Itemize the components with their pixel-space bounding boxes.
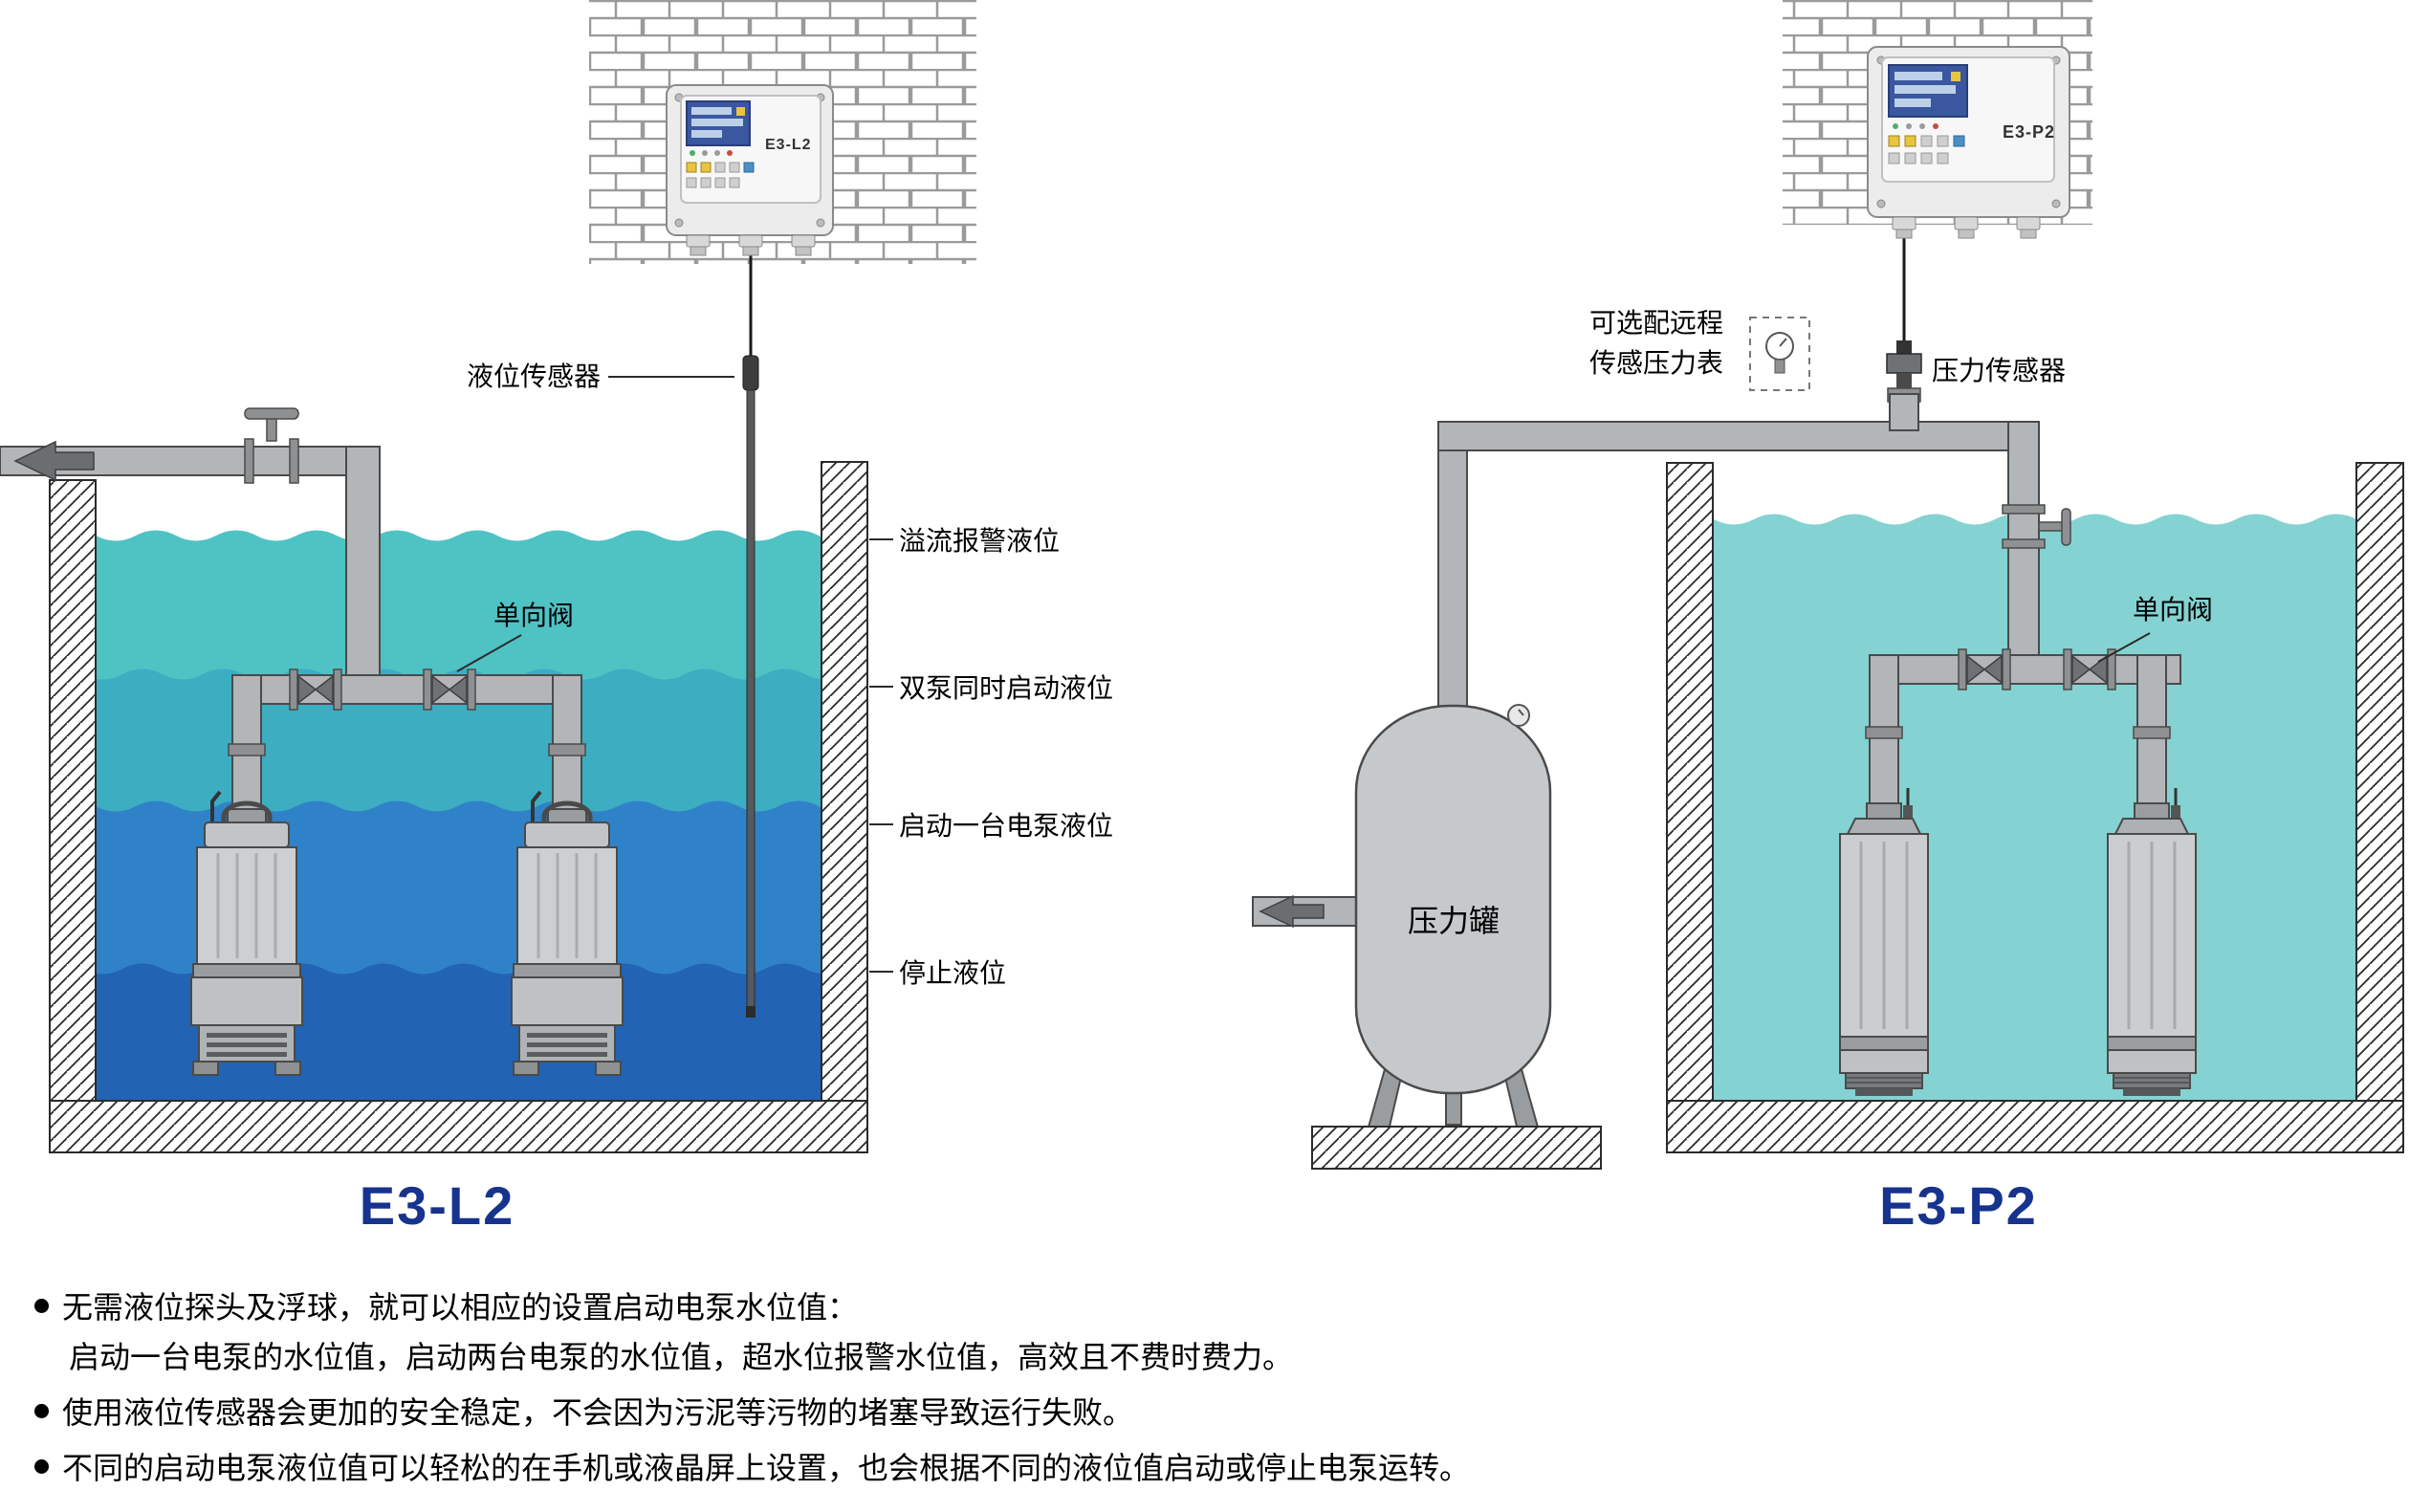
bullet-icon (34, 1403, 49, 1418)
level-label-overflow-alarm: 溢流报警液位 (899, 526, 1061, 556)
gate-valve-right (2002, 504, 2071, 549)
note-text: 启动一台电泵的水位值，启动两台电泵的水位值，超水位报警水位值，高效且不费时费力。 (69, 1340, 1294, 1374)
bullet-icon (34, 1298, 49, 1313)
right-tank-walls (1666, 462, 2404, 1153)
flow-arrow-right (1259, 894, 1325, 929)
level-label-dual-pump-start: 双泵同时启动液位 (899, 673, 1114, 703)
leader-lines-left (456, 376, 893, 973)
deep-well-pump-right-1 (1838, 786, 1930, 1098)
right-piping (1437, 421, 2181, 819)
note-line-2: 启动一台电泵的水位值，启动两台电泵的水位值，超水位报警水位值，高效且不费时费力。 (69, 1333, 1293, 1377)
left-tank-walls (49, 461, 868, 1153)
optional-gauge-label-line2: 传感压力表 (1588, 348, 1723, 378)
note-text: 使用液位传感器会更加的安全稳定，不会因为污泥等污物的堵塞导致运行失败。 (62, 1395, 1134, 1430)
level-sensor-probe (742, 254, 759, 1018)
level-label-single-pump-start: 启动一台电泵液位 (899, 811, 1114, 841)
check-valve-label-left: 单向阀 (493, 601, 575, 630)
diagram-title-left: E3-L2 (359, 1175, 515, 1236)
left-tank-water (96, 530, 821, 1101)
left-outlet-pipe (0, 407, 381, 705)
pressure-sensor-label: 压力传感器 (1932, 356, 2067, 385)
optional-gauge-label-line1: 可选配远程 (1588, 308, 1723, 338)
submersible-pump-left-2 (512, 792, 623, 1075)
diagram-title-right: E3-P2 (1879, 1175, 2038, 1236)
level-label-stop: 停止液位 (899, 958, 1007, 988)
deep-well-pump-right-2 (2106, 786, 2198, 1098)
controller-device-right (1867, 46, 2070, 239)
note-line-1: 无需液位探头及浮球，就可以相应的设置启动电泵水位值： (34, 1283, 858, 1327)
note-text: 无需液位探头及浮球，就可以相应的设置启动电泵水位值： (62, 1290, 859, 1325)
note-line-3: 使用液位传感器会更加的安全稳定，不会因为污泥等污物的堵塞导致运行失败。 (34, 1389, 1133, 1433)
pressure-tank-label: 压力罐 (1407, 904, 1500, 938)
submersible-pump-left-1 (191, 792, 302, 1075)
tank-gauge-icon (1507, 704, 1530, 727)
controller-device-left (666, 84, 834, 256)
device-model-label-left: E3-L2 (765, 137, 812, 153)
pressure-tank-body (1354, 704, 1552, 1095)
gate-valve-left (244, 407, 299, 484)
note-text: 不同的启动电泵液位值可以轻松的在手机或液晶屏上设置，也会根据不同的液位值启动或停… (62, 1451, 1471, 1485)
check-valve-label-right: 单向阀 (2133, 595, 2214, 625)
leader-lines-right (2097, 632, 2151, 663)
flow-arrow-left (13, 440, 95, 482)
device-model-label-right: E3-P2 (2003, 122, 2056, 142)
bullet-icon (34, 1458, 49, 1474)
note-line-4: 不同的启动电泵液位值可以轻松的在手机或液晶屏上设置，也会根据不同的液位值启动或停… (34, 1444, 1470, 1488)
level-sensor-label: 液位传感器 (467, 362, 602, 391)
pressure-sensor (1886, 237, 1922, 431)
optional-remote-gauge (1749, 317, 1810, 391)
pressure-tank-assembly (1252, 421, 1602, 1170)
